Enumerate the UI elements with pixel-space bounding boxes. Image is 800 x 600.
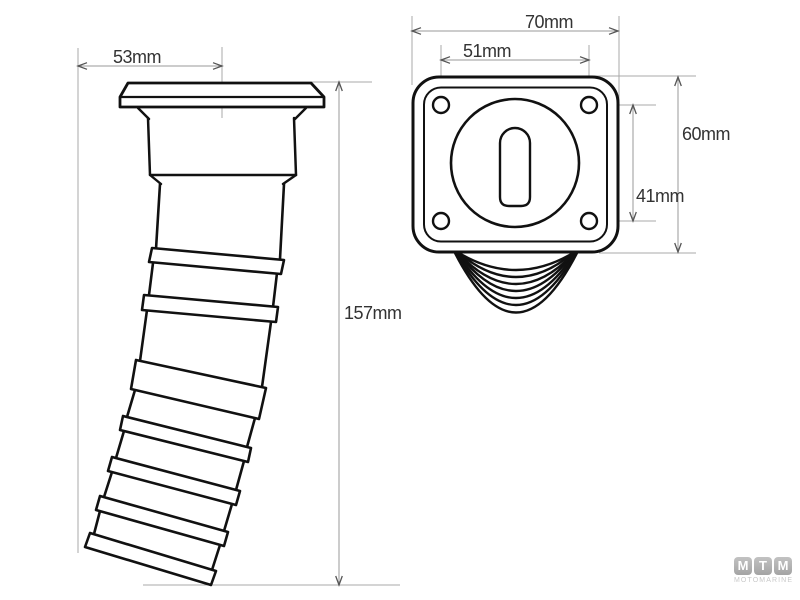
arrowhead-70-right <box>608 27 620 35</box>
hose-edge <box>92 509 222 572</box>
hose-rib <box>106 455 242 507</box>
logo-subtitle: MOTOMARINE <box>734 577 794 584</box>
threaded-neck <box>453 251 579 314</box>
bolt-hole-bottom-left <box>431 211 451 231</box>
arrowhead-41-top <box>629 103 637 115</box>
hose-edge <box>114 429 246 492</box>
hose-rib <box>147 246 286 276</box>
hose-top-chamfers <box>148 173 298 186</box>
arrowhead-157-bottom <box>335 575 343 587</box>
thread-arc <box>455 251 577 300</box>
hose-edge <box>147 261 279 309</box>
arrowhead-51-right <box>579 56 591 64</box>
dim-label-bolt-spacing-width: 51mm <box>463 41 511 61</box>
hose-rib <box>129 358 268 421</box>
arrowhead-157-top <box>335 80 343 92</box>
arrowhead-53-right <box>212 62 224 70</box>
hose-rib <box>140 293 280 324</box>
side-view: 53mm 157mm <box>76 47 402 587</box>
flange-inner-contour <box>423 86 608 243</box>
dim-label-bolt-spacing-height: 41mm <box>636 186 684 206</box>
logo-tile-m2: M <box>774 557 792 575</box>
arrowhead-70-left <box>410 27 422 35</box>
top-view: 70mm 51mm 60mm 41mm <box>410 12 731 314</box>
hose-rib <box>83 531 218 587</box>
dim-label-cap-width: 53mm <box>113 47 161 67</box>
dim-label-overall-height: 157mm <box>344 303 402 323</box>
arrowhead-51-left <box>439 56 451 64</box>
cap-flange <box>118 81 326 109</box>
hose-rib-bands <box>83 246 286 587</box>
hose-rib <box>118 414 253 464</box>
thread-arc <box>457 251 575 279</box>
hose-edge <box>102 470 234 533</box>
logo-tile-t: T <box>754 557 772 575</box>
brand-logo: M T M MOTOMARINE <box>734 557 796 584</box>
hose-edge <box>138 308 273 389</box>
arrowhead-60-top <box>674 75 682 87</box>
hose-rib <box>94 494 230 548</box>
hose-smooth-edges <box>92 182 286 572</box>
bolt-hole-bottom-right <box>579 211 599 231</box>
thread-arc <box>453 251 579 314</box>
bolt-hole-top-right <box>579 95 599 115</box>
thread-arc <box>456 251 576 286</box>
thread-arc <box>456 251 576 292</box>
thread-arc <box>454 251 578 306</box>
dim-label-overall-height-top: 60mm <box>682 124 730 144</box>
arrowhead-53-left <box>76 62 88 70</box>
arrowhead-60-bottom <box>674 242 682 254</box>
thread-arc <box>457 251 575 272</box>
logo-tile-m1: M <box>734 557 752 575</box>
cap-neck-chamfers <box>136 106 308 121</box>
hose-edge <box>154 182 286 261</box>
arrowhead-41-bottom <box>629 211 637 223</box>
hose-edge <box>125 388 257 449</box>
dim-label-overall-width: 70mm <box>525 12 573 32</box>
logo-tiles: M T M <box>734 557 796 575</box>
bolt-hole-top-left <box>431 95 451 115</box>
cap-neck <box>146 116 298 177</box>
key-slot <box>498 126 532 208</box>
